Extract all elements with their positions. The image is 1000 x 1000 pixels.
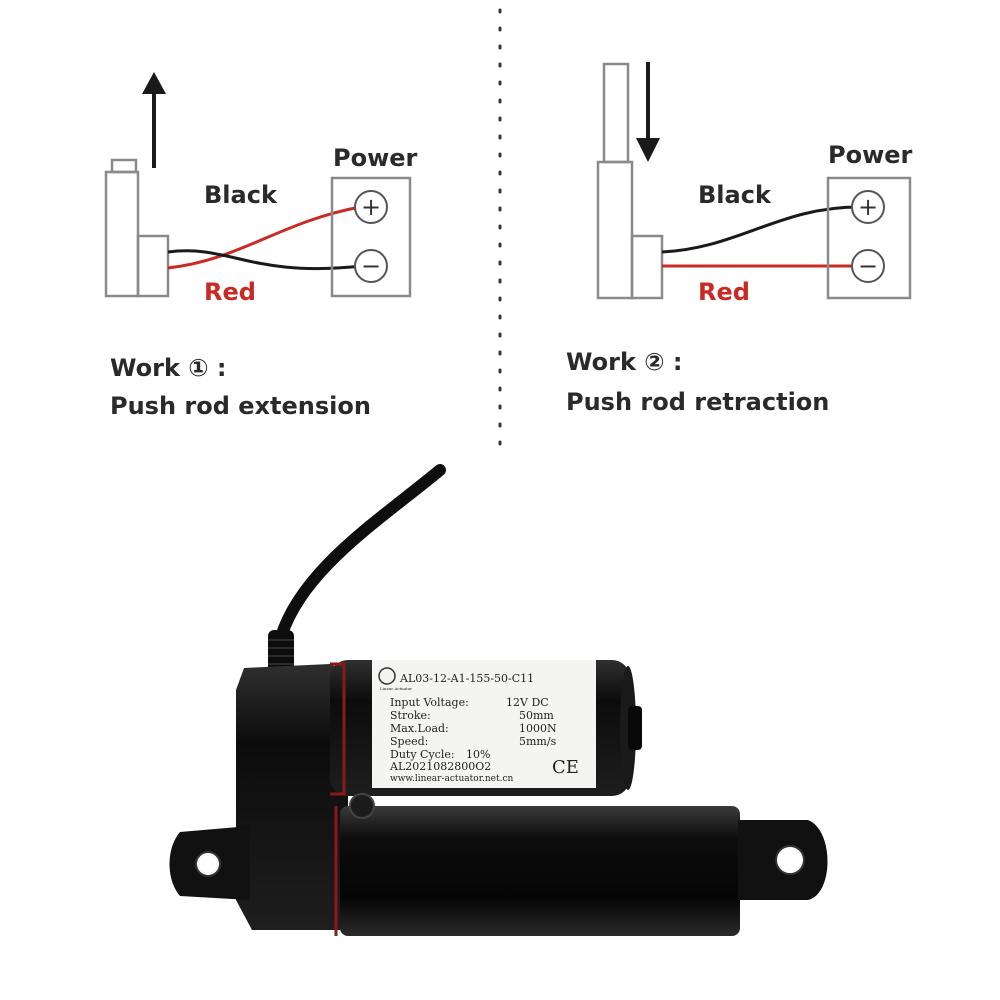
panel-retraction: + − Power Black Red Work ② : Push rod re… <box>566 62 913 416</box>
power-cable <box>274 464 446 646</box>
spec-key-0: Input Voltage: <box>390 696 469 709</box>
red-wire-label: Red <box>204 278 256 306</box>
power-label: Power <box>333 144 418 172</box>
brand-logo-icon <box>378 667 396 685</box>
black-wire-label: Black <box>698 181 772 209</box>
outer-tube <box>340 806 740 936</box>
spec-key-4: Duty Cycle: <box>390 748 455 761</box>
panel-extension: + − Power Black Red Work ① : Push rod ex… <box>104 72 418 420</box>
housing-screw <box>349 793 375 819</box>
minus-icon: − <box>361 252 381 280</box>
ce-mark: CE <box>552 757 579 778</box>
black-wire-label: Black <box>204 181 278 209</box>
minus-icon: − <box>858 252 878 280</box>
serial-number: AL2021082800O2 <box>389 760 491 773</box>
negative-terminal <box>851 249 885 283</box>
spec-label <box>372 660 596 788</box>
spec-label-text: Linear Actuator AL03-12-A1-155-50-C11 In… <box>380 672 579 784</box>
gearbox-housing <box>236 664 348 930</box>
spec-value-0: 12V DC <box>506 696 549 709</box>
wire-black <box>661 205 863 254</box>
negative-terminal <box>354 249 388 283</box>
work-title: Work ① : <box>110 354 227 382</box>
rear-mount-hole <box>195 851 221 877</box>
power-supply-box: + − <box>826 176 912 300</box>
power-label: Power <box>828 141 913 169</box>
rod-end-hole <box>775 845 805 875</box>
spec-value-3: 5mm/s <box>519 735 557 748</box>
spec-value-4: 10% <box>466 748 490 761</box>
website-url: www.linear-actuator.net.cn <box>390 774 514 784</box>
arrow-up-icon <box>142 72 166 168</box>
spec-value-2: 1000N <box>519 722 557 735</box>
positive-terminal <box>354 190 388 224</box>
spec-value-1: 50mm <box>519 709 554 722</box>
brand-small-text: Linear Actuator <box>380 686 412 691</box>
actuator-product-photo <box>169 464 828 936</box>
work-description: Push rod extension <box>110 392 371 420</box>
model-number: AL03-12-A1-155-50-C11 <box>399 672 534 685</box>
positive-terminal <box>851 190 885 224</box>
arrow-down-icon <box>636 62 660 162</box>
spec-key-2: Max.Load: <box>390 722 449 735</box>
red-wire-label: Red <box>698 278 750 306</box>
spec-key-3: Speed: <box>390 735 428 748</box>
actuator-schematic <box>104 158 170 298</box>
plus-icon: + <box>361 193 381 221</box>
wire-black <box>167 249 363 271</box>
work-title: Work ② : <box>566 348 683 376</box>
plus-icon: + <box>858 193 878 221</box>
power-supply-box: + − <box>330 176 412 298</box>
actuator-schematic <box>596 62 664 300</box>
spec-key-1: Stroke: <box>390 709 431 722</box>
work-description: Push rod retraction <box>566 388 829 416</box>
